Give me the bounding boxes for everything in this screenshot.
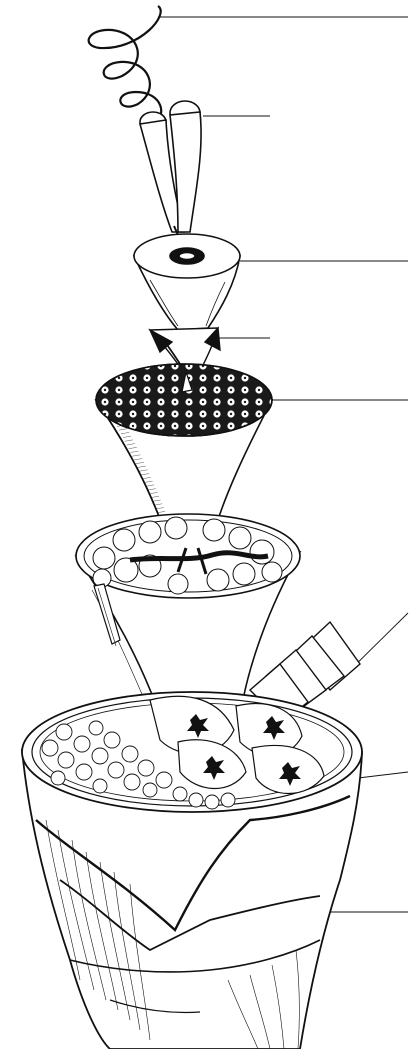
main-trunk: [22, 692, 362, 1049]
helix-coil: [89, 6, 162, 128]
fiber-cone: [134, 234, 240, 330]
fibril-bundle: [140, 101, 201, 244]
